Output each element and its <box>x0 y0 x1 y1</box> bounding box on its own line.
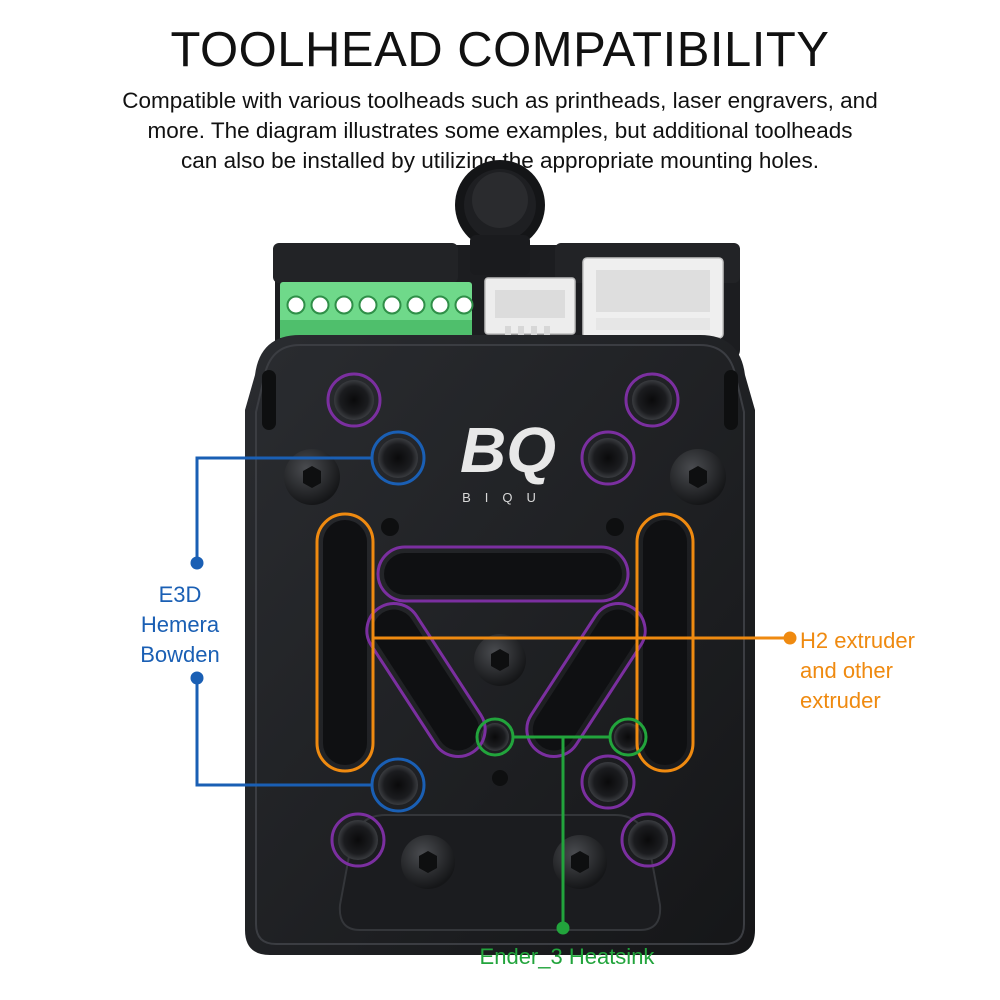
slots <box>323 520 687 765</box>
mounting-holes <box>334 380 672 860</box>
green-highlights <box>475 717 648 935</box>
blue-label-line-2: Hemera <box>140 612 220 637</box>
subtitle-line-2: more. The diagram illustrates some examp… <box>147 118 853 143</box>
adjustment-knob <box>455 160 545 275</box>
orange-label-line-1: H2 extruder <box>800 628 915 653</box>
orange-label-line-2: and other <box>800 658 893 683</box>
logo-mark: BQ <box>460 414 556 486</box>
hex-screws <box>284 449 726 889</box>
page-title: TOOLHEAD COMPATIBILITY <box>170 23 830 77</box>
e3d-hemera-bowden-label: E3D Hemera Bowden <box>120 580 240 670</box>
jst-connector-small: F F <box>484 277 576 360</box>
orange-label-line-3: extruder <box>800 688 881 713</box>
blue-highlights <box>190 430 426 813</box>
green-label-line-1: Ender_3 Heatsink <box>479 944 655 969</box>
orange-highlights <box>315 512 797 773</box>
biqu-logo: BQ BIQU <box>460 414 556 505</box>
ender3-heatsink-label: Ender_3 Heatsink <box>462 942 672 972</box>
purple-highlights <box>326 372 680 868</box>
h2-extruder-label: H2 extruder and other extruder <box>800 626 980 716</box>
page-subtitle: Compatible with various toolheads such a… <box>30 86 970 176</box>
blue-label-line-3: Bowden <box>140 642 220 667</box>
terminal-block: F NC TH TH <box>280 282 474 354</box>
jst-connector-large <box>582 257 724 339</box>
subtitle-line-1: Compatible with various toolheads such a… <box>122 88 878 113</box>
blue-label-line-1: E3D <box>158 582 202 607</box>
logo-wordmark: BIQU <box>462 490 550 505</box>
